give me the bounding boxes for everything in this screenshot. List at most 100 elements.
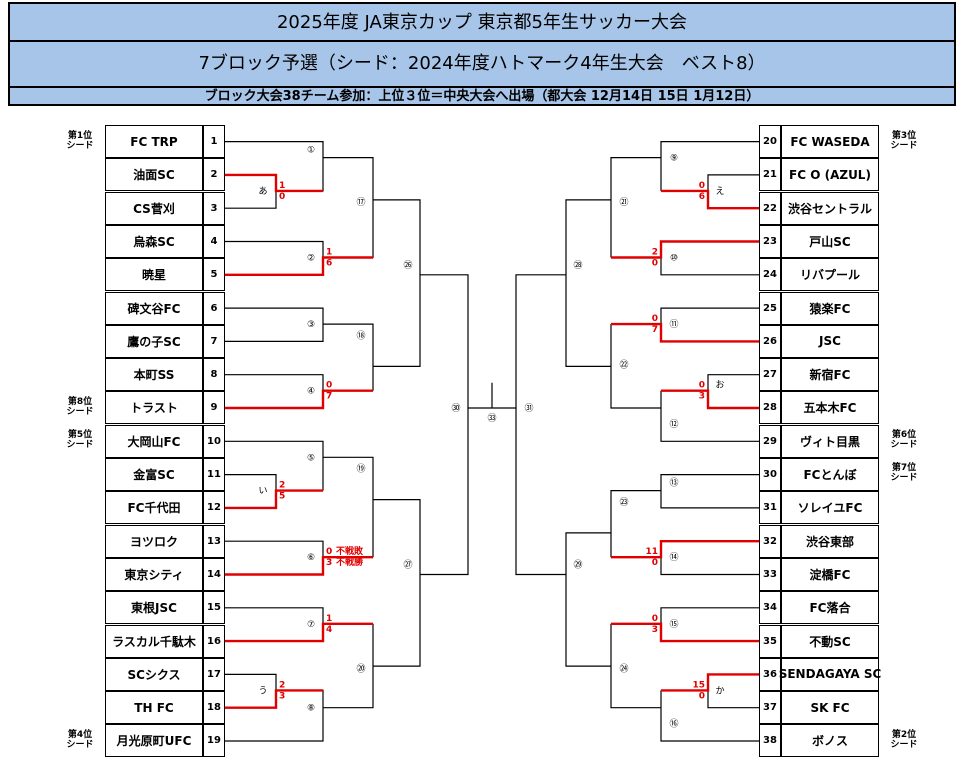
title-line-3: ブロック大会38チーム参加：上位３位＝中央大会へ出場（都大会 12月14日 15…: [8, 86, 956, 106]
team-number: 1: [203, 125, 225, 158]
team-name: FC WASEDA: [781, 125, 879, 158]
team-name: 東京シティ: [105, 557, 203, 591]
team-number: 13: [203, 524, 225, 558]
score: 0: [652, 614, 658, 624]
match-number: ⑯: [669, 719, 678, 730]
match-number: ⑤: [307, 453, 315, 463]
team-name: 金富SC: [105, 458, 203, 491]
team-number: 29: [759, 424, 781, 458]
team-name: SENDAGAYA SC: [779, 657, 881, 691]
match-number: ⑥: [307, 553, 315, 563]
match-number: え: [715, 186, 724, 197]
team-number: 9: [203, 391, 225, 425]
team-number: 23: [759, 224, 781, 258]
team-name: TH FC: [105, 691, 203, 725]
seed-label-8: 第8位シード: [66, 397, 94, 417]
team-number: 34: [759, 591, 781, 625]
team-name: 渋谷東部: [781, 524, 879, 558]
match-number: あ: [258, 186, 267, 197]
team-number: 16: [203, 624, 225, 658]
score: 11: [645, 547, 658, 557]
team-number: 17: [203, 657, 225, 691]
team-number: 5: [203, 258, 225, 292]
score: 3: [652, 625, 658, 635]
team-number: 30: [759, 458, 781, 491]
match-number: ㉖: [403, 260, 412, 271]
score: 2: [279, 680, 285, 690]
match-number: お: [715, 380, 724, 391]
score: 0: [652, 558, 658, 568]
match-number: ⑧: [307, 704, 315, 714]
seed-label-6: 第6位シード: [890, 430, 918, 450]
team-name: 暁星: [105, 258, 203, 292]
team-name: 大岡山FC: [105, 424, 203, 458]
match-number: ㉓: [619, 497, 628, 508]
match-number: ㉘: [573, 260, 582, 271]
score: 0: [699, 691, 705, 701]
team-name: FCとんぼ: [781, 458, 879, 491]
team-number: 11: [203, 458, 225, 491]
match-number: ㉚: [451, 403, 460, 414]
team-number: 31: [759, 491, 781, 525]
team-number: 32: [759, 524, 781, 558]
score: 0: [699, 181, 705, 191]
team-name: 戸山SC: [781, 224, 879, 258]
score: 5: [279, 492, 285, 502]
match-number: ③: [307, 320, 315, 330]
score: 0: [326, 547, 332, 557]
score: 0: [326, 381, 332, 391]
match-number: ㉑: [619, 197, 628, 208]
match-number: ㉛: [524, 403, 533, 414]
match-number: ⑫: [669, 419, 678, 430]
team-name: トラスト: [105, 391, 203, 425]
team-name: 烏森SC: [105, 224, 203, 258]
team-number: 37: [759, 691, 781, 725]
score: 15: [692, 680, 705, 690]
team-number: 26: [759, 324, 781, 358]
team-name: ボノス: [781, 724, 879, 758]
team-name: 本町SS: [105, 358, 203, 392]
team-name: 渋谷セントラル: [781, 191, 879, 225]
team-name: FC千代田: [105, 491, 203, 525]
score: 0: [652, 314, 658, 324]
team-name: FC落合: [781, 591, 879, 625]
score: 2: [652, 248, 658, 258]
score: 4: [326, 625, 332, 635]
team-number: 21: [759, 158, 781, 192]
team-name: 猿楽FC: [781, 291, 879, 325]
match-number: ⑭: [669, 552, 678, 563]
score: 6: [326, 259, 332, 269]
match-number: ①: [307, 146, 315, 156]
score: 7: [326, 392, 332, 402]
team-name: 油面SC: [105, 158, 203, 192]
team-name: 新宿FC: [781, 358, 879, 392]
team-number: 6: [203, 291, 225, 325]
match-number: ⑳: [356, 663, 365, 674]
seed-label-5: 第5位シード: [66, 430, 94, 450]
team-name: CS菅刈: [105, 191, 203, 225]
match-number: ⑪: [669, 319, 678, 330]
seed-label-4: 第4位シード: [66, 730, 94, 750]
team-name: FC TRP: [105, 125, 203, 158]
score: 7: [652, 325, 658, 335]
team-number: 18: [203, 691, 225, 725]
score: 3: [699, 392, 705, 402]
team-number: 8: [203, 358, 225, 392]
team-number: 27: [759, 358, 781, 392]
team-number: 2: [203, 158, 225, 192]
score: 2: [279, 481, 285, 491]
score: 0: [279, 192, 285, 202]
match-number: ⑦: [307, 620, 315, 630]
team-number: 3: [203, 191, 225, 225]
match-number: か: [715, 685, 724, 696]
team-number: 19: [203, 724, 225, 758]
team-number: 24: [759, 258, 781, 292]
match-number: い: [258, 487, 267, 497]
team-name: 碑文谷FC: [105, 291, 203, 325]
score: 3: [279, 691, 285, 701]
score: 1: [326, 248, 332, 258]
match-number: ⑱: [356, 330, 365, 341]
match-number: ②: [307, 254, 315, 264]
title-line-2: 7ブロック予選（シード：2024年度ハトマーク4年生大会 ベスト8）: [8, 40, 956, 86]
team-number: 14: [203, 557, 225, 591]
